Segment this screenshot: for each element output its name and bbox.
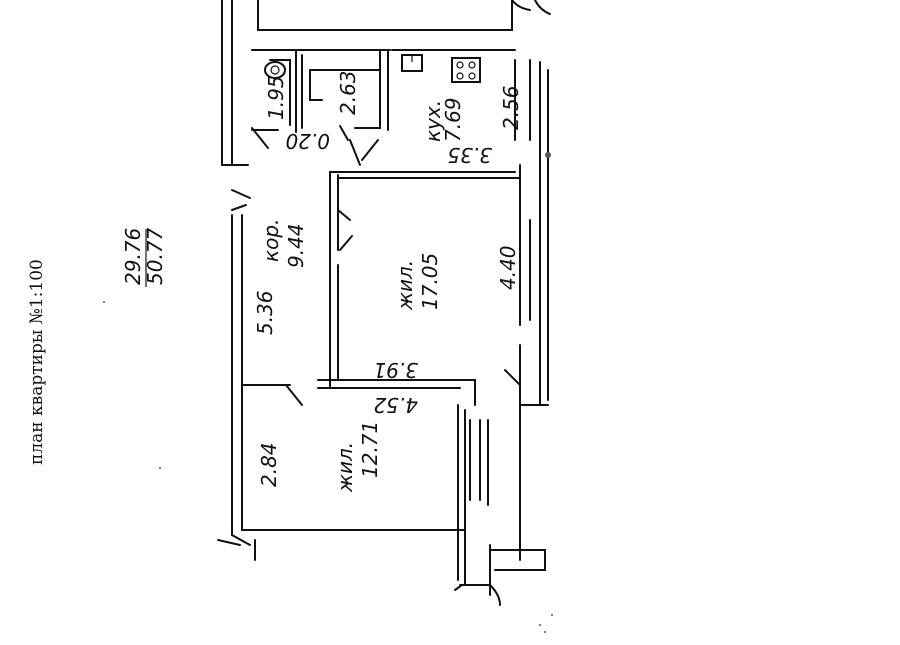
kitchen-width: 2.56 <box>499 85 523 130</box>
living-area-total: 29.76 <box>121 228 145 285</box>
walls <box>217 0 551 606</box>
toilet-icon <box>264 61 286 79</box>
bath-area: 1.95 <box>264 75 288 120</box>
corridor-name: кор. <box>259 219 283 262</box>
living1-length: 3.91 <box>373 358 418 382</box>
living2-area: 12.71 <box>358 421 382 478</box>
area-fraction: 29.76 50.77 <box>121 227 167 287</box>
plan-caption: план квартиры №1:100 <box>27 259 47 465</box>
fixtures <box>264 54 481 83</box>
living1-name: жил. <box>393 260 417 311</box>
corridor-length: 5.36 <box>253 290 277 335</box>
living2-width: 2.84 <box>257 442 281 487</box>
kitchen-length: 3.35 <box>447 143 492 167</box>
kitchen-name: кух. <box>421 100 445 142</box>
kitchen-area: 7.69 <box>441 97 465 142</box>
living2-length: 4.52 <box>373 393 418 417</box>
scan-specks <box>103 152 553 633</box>
stove-icon <box>451 57 481 83</box>
passage-area: 0.20 <box>285 129 330 153</box>
total-area: 50.77 <box>143 227 167 285</box>
wc-area: 2.63 <box>336 70 360 115</box>
corridor-area: 9.44 <box>284 223 308 268</box>
living2-name: жил. <box>333 442 357 493</box>
living1-area: 17.05 <box>418 253 442 310</box>
living1-width: 4.40 <box>496 245 520 290</box>
